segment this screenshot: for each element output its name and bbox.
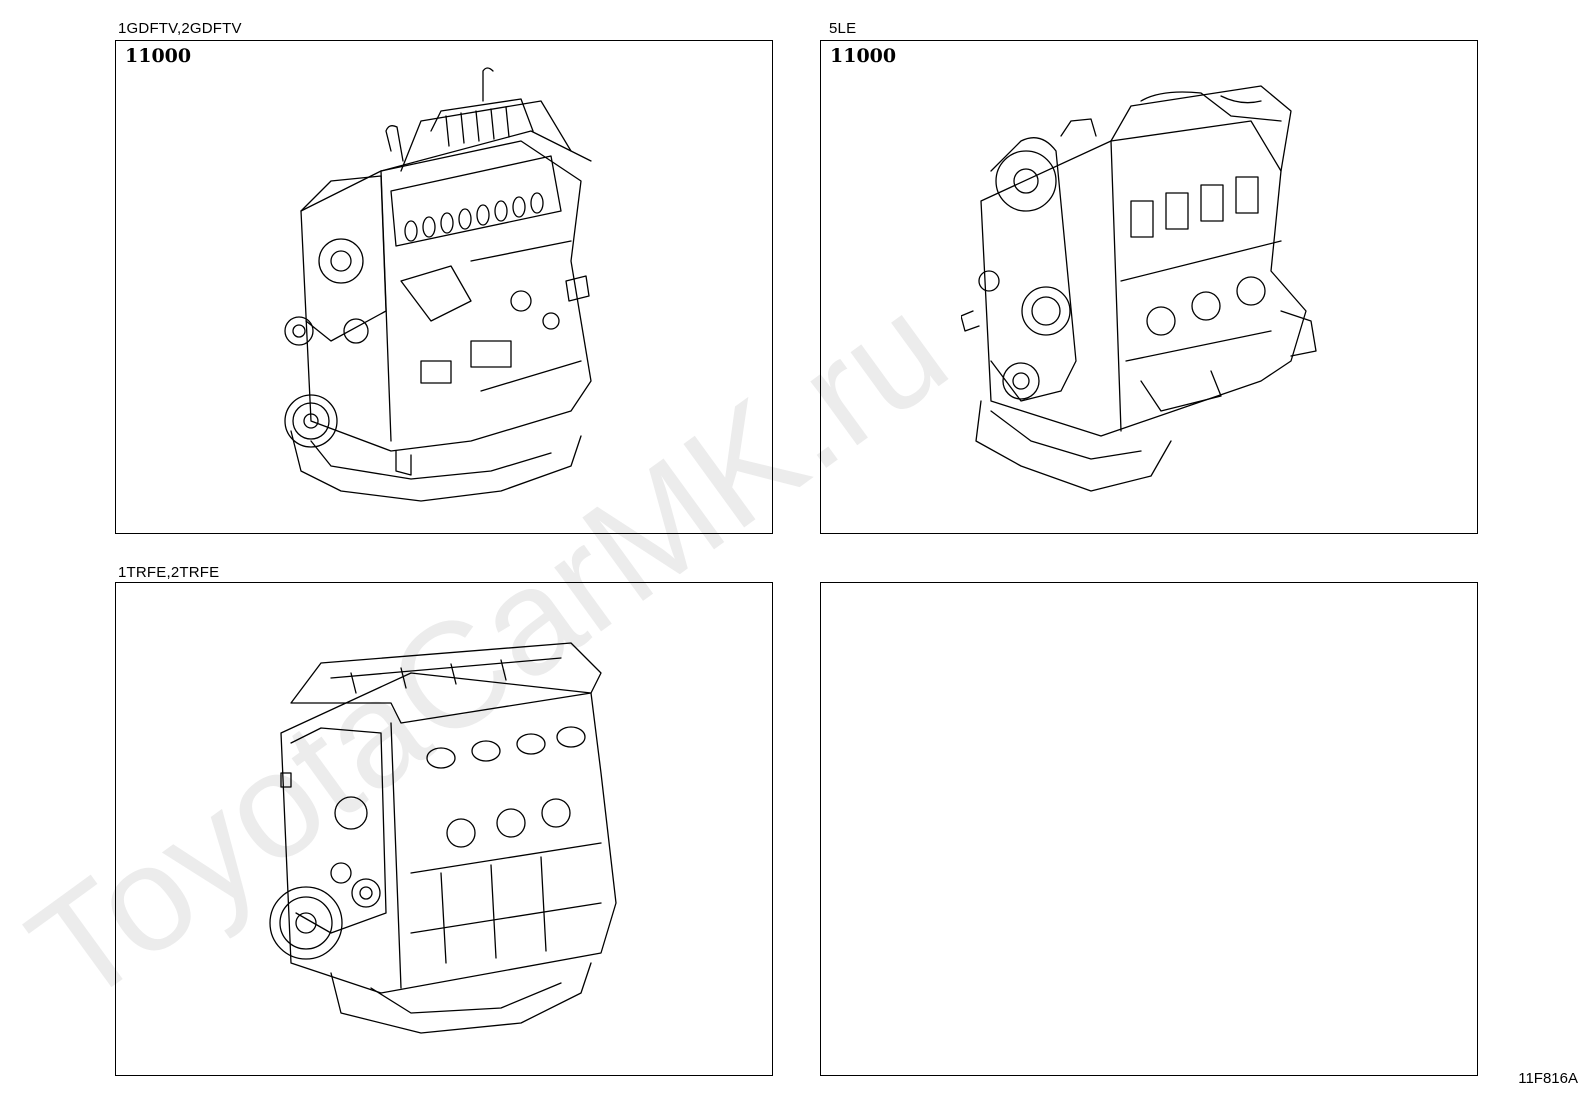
panel-3-caption: 1TRFE,2TRFE <box>118 564 220 581</box>
panel-2-caption: 5LE <box>829 20 857 37</box>
timing-belt-engine-illustration <box>961 85 1317 492</box>
drawing-id: 11F816A <box>1518 1070 1578 1087</box>
panel-3 <box>115 582 773 1076</box>
panel-4 <box>820 582 1478 1076</box>
panel-1-part-number[interactable]: 11000 <box>125 45 192 67</box>
panel-1: 11000 <box>115 40 773 534</box>
panel-1-caption: 1GDFTV,2GDFTV <box>118 20 242 37</box>
panel-2: 11000 <box>820 40 1478 534</box>
gasoline-engine-illustration <box>269 642 617 1034</box>
diesel-engine-illustration <box>284 67 592 502</box>
panel-2-part-number[interactable]: 11000 <box>830 45 897 67</box>
